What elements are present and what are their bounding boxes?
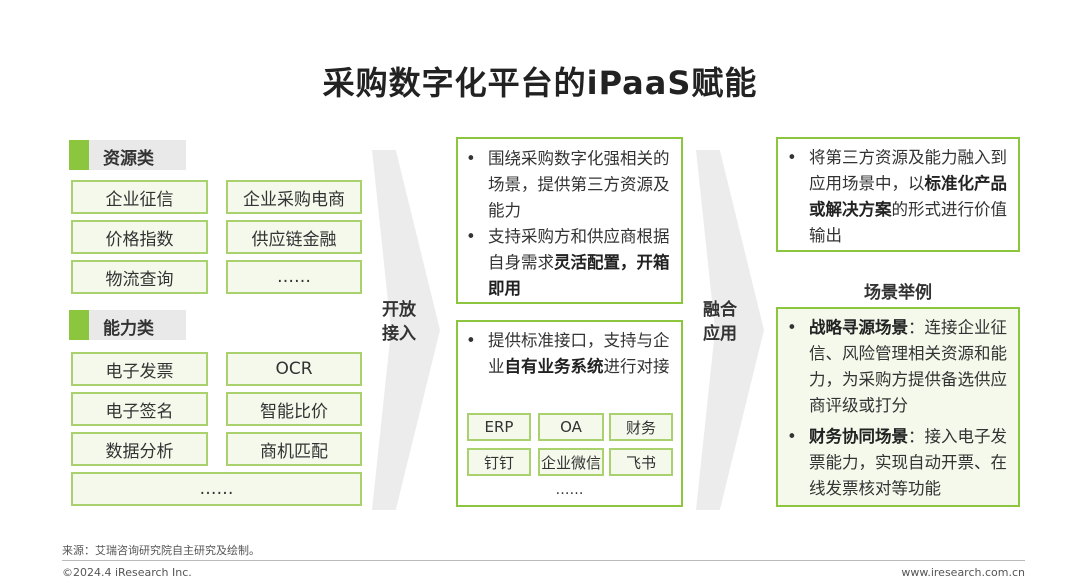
ability-cell: 商机匹配 — [226, 432, 362, 466]
box1-bullet-1: • 围绕采购数字化强相关的场景，提供第三方资源及能力 — [466, 146, 676, 224]
page-title: 采购数字化平台的iPaaS赋能 — [322, 64, 758, 102]
resource-cell: 企业征信 — [71, 180, 208, 214]
scene-1: • 战略寻源场景：连接企业征信、风险管理相关资源和能力，为采购方提供备选供应商评… — [787, 315, 1015, 419]
system-cell: 钉钉 — [467, 448, 531, 476]
bullet-dot: • — [787, 318, 797, 337]
output-bullet: • 将第三方资源及能力融入到应用场景中，以标准化产品或解决方案的形式进行价值输出 — [787, 145, 1015, 249]
scene-2-text: ：接入电子发票能力，实现自动开票、在线发票核对等功能 — [809, 427, 1007, 498]
box2-text-post: 进行对接 — [603, 357, 670, 376]
source-note: 来源：艾瑞咨询研究院自主研究及绘制。 — [62, 544, 260, 557]
feature-box-1: • 围绕采购数字化强相关的场景，提供第三方资源及能力 • 支持采购方和供应商根据… — [456, 137, 683, 304]
scenes-box: • 战略寻源场景：连接企业征信、风险管理相关资源和能力，为采购方提供备选供应商评… — [776, 307, 1020, 507]
ability-cell: 电子签名 — [71, 392, 208, 426]
box2-bullet: • 提供标准接口，支持与企业自有业务系统进行对接 — [466, 328, 678, 380]
footer-divider — [62, 560, 1025, 561]
box1-bullet-1-text: 围绕采购数字化强相关的场景，提供第三方资源及能力 — [488, 149, 670, 220]
system-cell: ERP — [467, 413, 531, 441]
system-cell: 财务 — [609, 413, 673, 441]
bullet-dot: • — [466, 227, 476, 246]
header-accent-bar — [69, 310, 89, 340]
scene-2: • 财务协同场景：接入电子发票能力，实现自动开票、在线发票核对等功能 — [787, 424, 1015, 502]
arrow1-label: 开放 接入 — [382, 298, 416, 346]
bullet-dot: • — [787, 427, 797, 446]
bullet-dot: • — [787, 148, 797, 167]
abilities-header-label: 能力类 — [103, 319, 154, 339]
box2-text-pre: 提供标准接口，支持与企业 — [488, 331, 670, 376]
arrow2-line2: 应用 — [703, 324, 737, 344]
arrow2-line1: 融合 — [703, 300, 737, 320]
scene-1-title: 战略寻源场景 — [809, 318, 908, 337]
bullet-dot: • — [466, 149, 476, 168]
scene-1-text: ：连接企业征信、风险管理相关资源和能力，为采购方提供备选供应商评级或打分 — [809, 318, 1007, 415]
resource-cell: 企业采购电商 — [226, 180, 362, 214]
system-cell: 企业微信 — [538, 448, 604, 476]
system-cell: 飞书 — [609, 448, 673, 476]
resource-cell: 供应链金融 — [226, 220, 362, 254]
output-text-post: 的形式进行价值输出 — [809, 200, 1007, 245]
site-url: www.iresearch.com.cn — [901, 566, 1025, 579]
resources-header: 资源类 — [69, 140, 186, 170]
box1-bullet-2: • 支持采购方和供应商根据自身需求灵活配置，开箱即用 — [466, 224, 676, 302]
ability-cell: 智能比价 — [226, 392, 362, 426]
output-box: • 将第三方资源及能力融入到应用场景中，以标准化产品或解决方案的形式进行价值输出 — [776, 137, 1020, 252]
bullet-dot: • — [466, 331, 476, 350]
resource-cell: 物流查询 — [71, 260, 208, 294]
box2-more: …… — [555, 482, 584, 498]
copyright: ©2024.4 iResearch Inc. — [62, 566, 192, 579]
output-text-pre: 将第三方资源及能力融入到应用场景中，以 — [809, 148, 1007, 193]
resource-cell: 价格指数 — [71, 220, 208, 254]
arrow1-line1: 开放 — [382, 300, 416, 320]
scene-2-title: 财务协同场景 — [809, 427, 908, 446]
ability-cell: 电子发票 — [71, 352, 208, 386]
header-accent-bar — [69, 140, 89, 170]
resource-cell: …… — [226, 260, 362, 294]
ability-cell-more: …… — [71, 472, 362, 506]
arrow2-label: 融合 应用 — [703, 298, 737, 346]
resources-header-label: 资源类 — [103, 149, 154, 169]
ability-cell: OCR — [226, 352, 362, 386]
box2-text-bold: 自有业务系统 — [504, 357, 604, 376]
abilities-header: 能力类 — [69, 310, 186, 340]
scenes-title: 场景举例 — [864, 283, 932, 303]
feature-box-2: • 提供标准接口，支持与企业自有业务系统进行对接 ERP OA 财务 钉钉 企业… — [456, 320, 683, 507]
arrow1-line2: 接入 — [382, 324, 416, 344]
system-cell: OA — [538, 413, 604, 441]
output-text-bold: 标准化产品或解决方案 — [809, 174, 1007, 219]
box1-bullet-2-text: 支持采购方和供应商根据自身需求 — [488, 227, 670, 272]
ability-cell: 数据分析 — [71, 432, 208, 466]
box1-bullet-2-bold: 灵活配置，开箱即用 — [488, 253, 670, 298]
